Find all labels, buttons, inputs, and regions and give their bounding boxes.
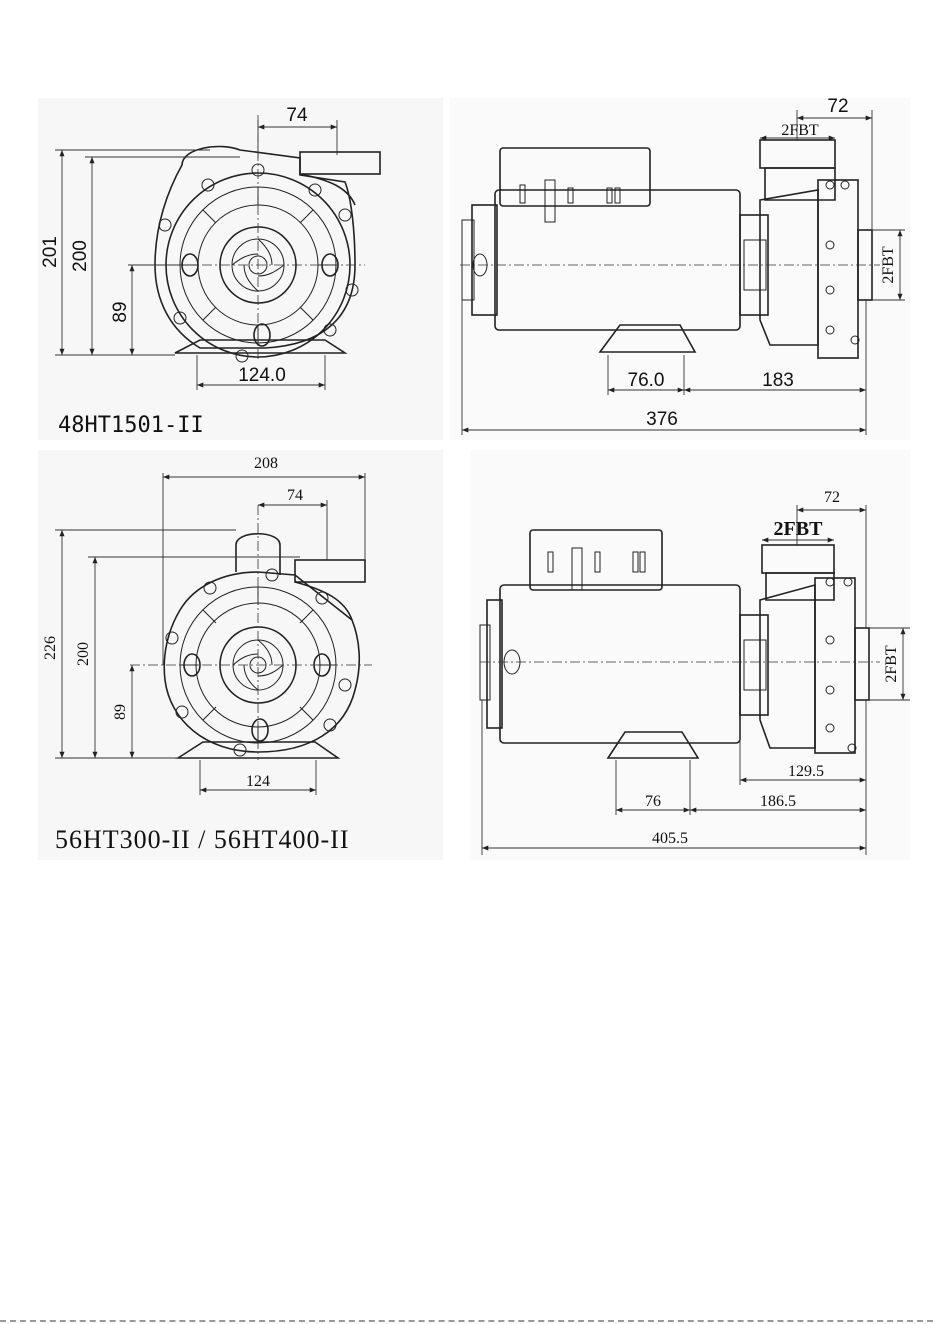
dim-foot-to-end: 183 [762,370,794,391]
dim-foot-width-2: 76 [645,793,661,810]
dim-overall-length-2: 405.5 [652,830,688,847]
dim-shaft-height-2: 89 [112,704,129,720]
dim-top-offset-2: 74 [287,487,303,504]
dim-foot-to-end-2: 186.5 [760,793,796,810]
dim-base-width-2: 124 [246,773,270,790]
dim-outlet-offset-2: 72 [824,489,840,506]
dim-body-height-2: 200 [75,642,92,666]
dim-overall-length: 376 [646,409,678,430]
model-label-2: 56HT300-II / 56HT400-II [55,825,350,854]
inlet-thread-label: 2FBT [880,246,897,284]
inlet-thread-label-2: 2FBT [883,645,900,683]
dim-overall-width: 208 [254,455,278,472]
dim-base-width: 124.0 [238,365,286,386]
dim-body-height: 200 [70,240,91,272]
page-bottom-border [0,1320,933,1324]
model-label-1: 48HT1501-II [58,413,204,438]
dim-wet-end-length: 129.5 [788,763,824,780]
outlet-thread-label: 2FBT [781,122,819,139]
dim-outlet-offset: 72 [827,96,848,117]
panel-front-view-2 [38,450,443,860]
dim-shaft-height: 89 [110,301,131,322]
dim-top-offset: 74 [286,105,308,126]
outlet-thread-label-2: 2FBT [774,518,824,540]
dim-overall-height: 201 [40,236,61,268]
dim-overall-height-2: 226 [42,636,59,660]
panel-side-view-1 [450,98,910,440]
dim-foot-width: 76.0 [628,370,665,391]
